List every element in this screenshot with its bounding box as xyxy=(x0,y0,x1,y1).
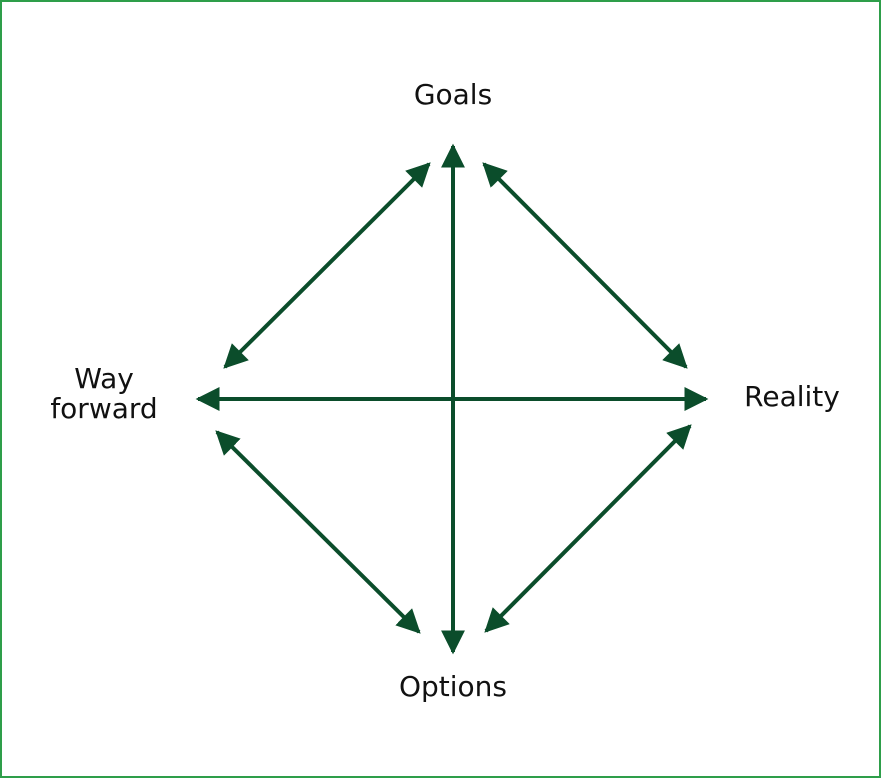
arrow-way-forward-options xyxy=(215,430,421,634)
arrow-goals-way-forward xyxy=(223,162,431,369)
arrow-goals-reality xyxy=(482,162,688,369)
node-label-goals: Goals xyxy=(413,78,493,111)
node-label-reality: Reality xyxy=(744,380,840,413)
node-label-way-forward: Way forward xyxy=(50,362,158,426)
node-label-options: Options xyxy=(398,670,508,703)
arrow-options-reality xyxy=(484,424,692,633)
